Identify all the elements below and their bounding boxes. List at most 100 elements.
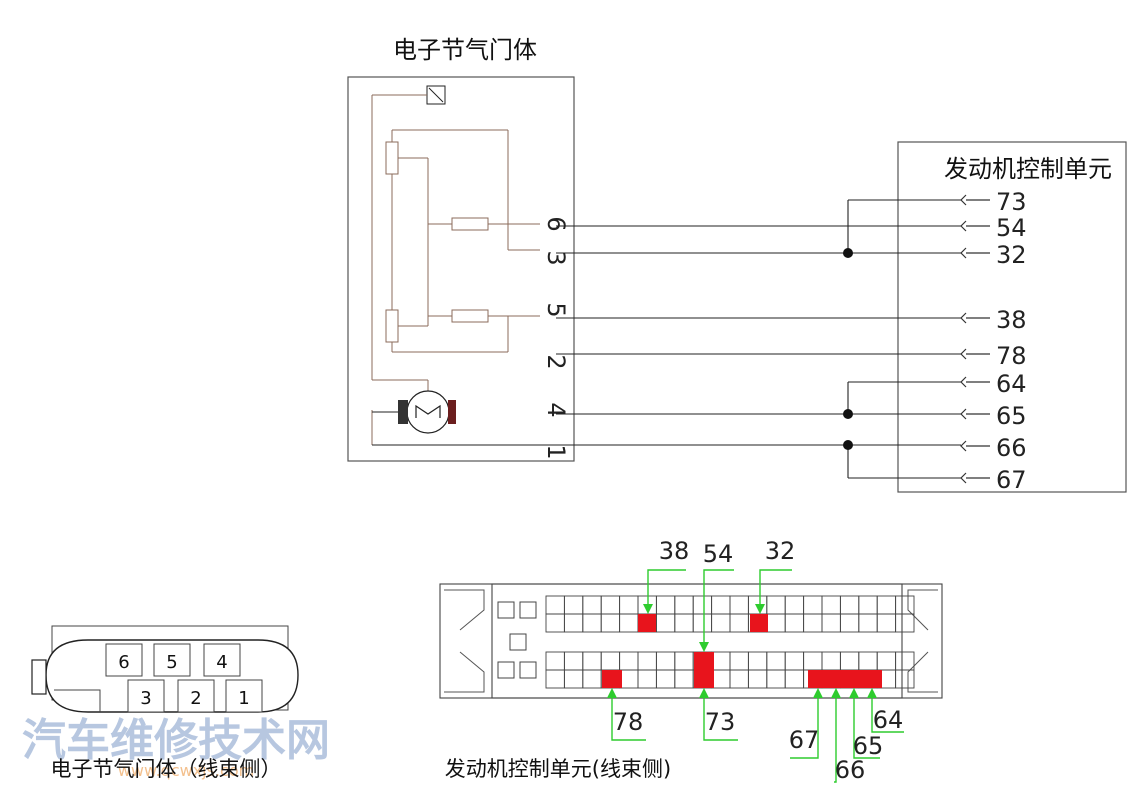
connector-pin-cell — [711, 651, 731, 671]
connector-pin-cell — [619, 595, 639, 615]
ecu-title: 发动机控制单元 — [944, 155, 1112, 183]
connector-pin-cell — [747, 669, 768, 689]
connector-pin-cell — [563, 651, 584, 671]
tb-pin-5: 5 — [542, 302, 570, 317]
ecu-pin-65: 65 — [996, 402, 1027, 430]
connector-pin-cell — [747, 651, 768, 671]
ecu-pin-arrows — [960, 194, 990, 484]
connector-pin-cell — [784, 595, 805, 615]
watermark-logo: 汽车维修技术网 — [22, 715, 330, 766]
connector-pin-cell — [766, 595, 786, 615]
motor-icon — [372, 390, 456, 434]
connector-pin-cell — [674, 613, 694, 633]
tb-pin-2: 2 — [542, 354, 570, 369]
connector-pin-cell — [895, 595, 915, 615]
connector-pin-cell — [637, 651, 657, 671]
connector-pin-cell — [839, 651, 860, 671]
connector-pin-cell — [545, 613, 565, 633]
splice-dot — [843, 440, 853, 450]
callout-54: 54 — [703, 540, 734, 568]
ecu-conn-pin-38-highlight — [638, 614, 656, 632]
connector-pin-cell — [692, 595, 713, 615]
callout-65: 65 — [853, 732, 884, 760]
connector-pin-cell — [803, 613, 823, 633]
ecu-connector-caption: 发动机控制单元(线束侧) — [445, 757, 671, 781]
connector-pin-cell — [729, 613, 749, 633]
connector-pin-cell — [655, 669, 676, 689]
ecu-pin-32: 32 — [996, 241, 1027, 269]
connector-pin-cell — [839, 595, 860, 615]
tb-pin-1: 1 — [542, 444, 570, 459]
connector-pin-cell — [582, 651, 602, 671]
ecu-pin-64: 64 — [996, 370, 1027, 398]
connector-pin-cell — [876, 613, 897, 633]
connector-pin-cell — [858, 613, 878, 633]
connector-pin-cell — [674, 651, 694, 671]
callout-78: 78 — [613, 708, 644, 736]
callout-32: 32 — [765, 537, 796, 565]
connector-pin-cell — [692, 613, 713, 633]
connector-pin-cell — [895, 613, 915, 633]
callout-67: 67 — [789, 726, 820, 754]
callout-lines — [611, 569, 904, 783]
connector-pin-cell — [655, 595, 676, 615]
connector-pin-cell — [784, 651, 805, 671]
connector-pin-cell — [876, 595, 897, 615]
tb-pin-3: 3 — [542, 250, 570, 265]
connector-pin-cell — [895, 651, 915, 671]
ecu-pin-78: 78 — [996, 342, 1027, 370]
connector-pin-cell — [600, 651, 621, 671]
connector-pin-cell — [619, 669, 639, 689]
tc-pin-5: 5 — [166, 652, 177, 673]
throttle-internal-circuit — [371, 85, 540, 445]
connector-pin-cell — [803, 651, 823, 671]
connector-pin-cell — [803, 595, 823, 615]
connector-pin-cell — [766, 669, 786, 689]
tc-pin-4: 4 — [216, 652, 227, 673]
connector-pin-cell — [600, 613, 621, 633]
connector-pin-cell — [858, 595, 878, 615]
connector-pin-cell — [619, 651, 639, 671]
ecu-pin-38: 38 — [996, 306, 1027, 334]
tc-pin-3: 3 — [140, 688, 151, 709]
callout-66: 66 — [835, 756, 866, 784]
connector-pin-cell — [655, 651, 676, 671]
callout-arrowheads — [607, 604, 877, 698]
tb-pin-6: 6 — [542, 216, 570, 231]
connector-pin-cell — [876, 651, 897, 671]
connector-pin-cell — [821, 651, 841, 671]
connector-pin-cell — [839, 613, 860, 633]
connector-pin-cell — [729, 651, 749, 671]
connector-pin-cell — [729, 669, 749, 689]
connector-pin-cell — [655, 613, 676, 633]
throttle-connector — [31, 625, 299, 713]
ecu-conn-pin-78-highlight — [602, 670, 622, 688]
callout-64: 64 — [873, 706, 904, 734]
ecu-pin-73: 73 — [996, 188, 1027, 216]
connector-pin-cell — [582, 669, 602, 689]
connector-pin-cell — [545, 669, 565, 689]
splice-dot — [843, 248, 853, 258]
tc-pin-2: 2 — [190, 688, 201, 709]
connector-pin-cell — [600, 595, 621, 615]
ecu-pin-66: 66 — [996, 434, 1027, 462]
connector-pin-cell — [766, 651, 786, 671]
connector-pin-cell — [858, 651, 878, 671]
splice-dot — [843, 409, 853, 419]
connector-pin-cell — [821, 613, 841, 633]
connector-pin-cell — [619, 613, 639, 633]
connector-pin-cell — [582, 613, 602, 633]
connector-pin-cell — [895, 669, 915, 689]
connector-pin-cell — [674, 595, 694, 615]
harness-wires — [372, 199, 961, 479]
tc-pin-6: 6 — [118, 652, 129, 673]
connector-pin-cell — [545, 595, 565, 615]
ecu-pin-54: 54 — [996, 214, 1027, 242]
watermark-url: www.qcwxjs.com — [118, 761, 254, 780]
connector-pin-cell — [784, 669, 805, 689]
connector-pin-cell — [766, 613, 786, 633]
connector-pin-cell — [711, 613, 731, 633]
connector-pin-cell — [729, 595, 749, 615]
tb-pin-4: 4 — [542, 402, 570, 417]
